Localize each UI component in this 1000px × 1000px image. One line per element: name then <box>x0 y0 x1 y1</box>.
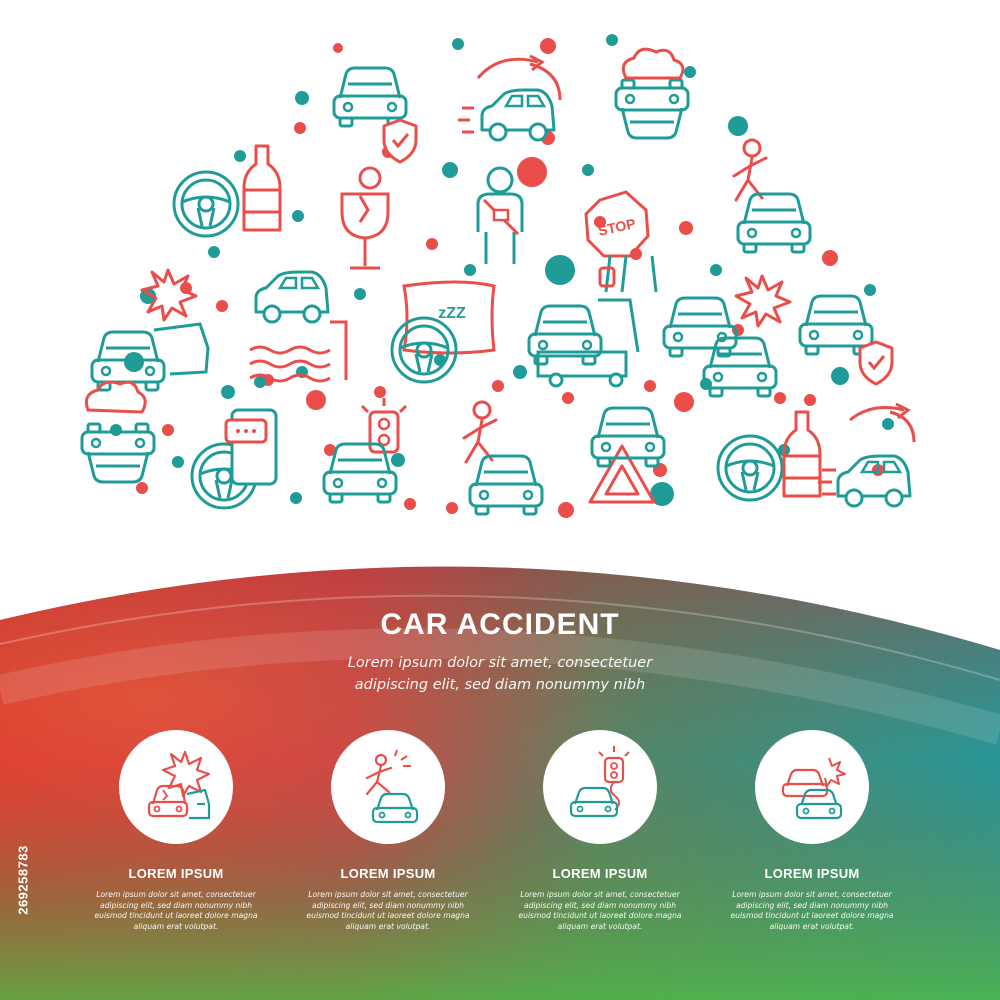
car-in-water-icon <box>249 270 348 383</box>
drunk-glass-icon <box>340 166 390 270</box>
card-title: LOREM IPSUM <box>764 866 860 881</box>
pedestrian-hit-icon <box>365 749 419 824</box>
phone-while-driving-icon <box>190 408 278 510</box>
tow-truck-icon <box>527 266 640 388</box>
card-text: Lorem ipsum dolor sit amet, consectetuer… <box>730 890 894 931</box>
page-subtitle: Lorem ipsum dolor sit amet, consectetuer… <box>250 652 750 696</box>
svg-text:STOP: STOP <box>597 215 637 239</box>
card-icon-circle <box>331 730 445 844</box>
card-icon-circle <box>543 730 657 844</box>
crash-icon <box>90 268 210 392</box>
card-title: LOREM IPSUM <box>552 866 648 881</box>
wine-bottle-right-icon <box>782 410 822 498</box>
card-icon-circle <box>119 730 233 844</box>
car-front-icon <box>590 406 666 468</box>
gradient-banner <box>0 566 1000 1000</box>
car-crash-icon <box>147 750 211 820</box>
speed-car-icon <box>458 54 562 142</box>
card-text: Lorem ipsum dolor sit amet, consectetuer… <box>518 890 682 931</box>
steering-wheel-right-icon <box>716 434 784 502</box>
hit-pedestrian-icon <box>732 138 812 254</box>
card-text: Lorem ipsum dolor sit amet, consectetuer… <box>94 890 258 931</box>
svg-text:zZZ: zZZ <box>438 305 466 322</box>
car-icon <box>332 66 408 128</box>
stock-id-label: 269258783 <box>15 845 31 915</box>
overturned-car-icon <box>614 78 690 140</box>
subtitle-line: Lorem ipsum dolor sit amet, consectetuer <box>347 655 653 671</box>
shield-check-icon <box>382 118 418 164</box>
page-title: CAR ACCIDENT <box>380 608 620 641</box>
rear-end-collision-icon <box>781 757 846 820</box>
hero-icon-dome: STOP zZZ <box>80 34 916 518</box>
card-text: Lorem ipsum dolor sit amet, consectetuer… <box>306 890 470 931</box>
sleepy-driver-icon: zZZ <box>390 280 496 384</box>
overturned-car-left-icon <box>80 380 156 484</box>
wine-bottle-icon <box>242 144 282 232</box>
traffic-light-car-icon <box>569 746 630 818</box>
traffic-light-car-icon <box>322 396 408 504</box>
steering-wheel-icon <box>172 170 240 238</box>
smoke-icon <box>621 47 685 80</box>
speed-car-right-icon <box>818 402 916 508</box>
card-title: LOREM IPSUM <box>340 866 436 881</box>
decorative-dots <box>110 34 894 518</box>
rear-end-collision-icon <box>662 274 792 398</box>
stop-sign-icon: STOP <box>584 190 658 293</box>
subtitle-line: adipiscing elit, sed diam nonummy nibh <box>354 677 646 693</box>
card-icon-circle <box>755 730 869 844</box>
warning-triangle-icon <box>588 444 656 504</box>
pedestrian-car-icon <box>462 400 544 516</box>
card-title: LOREM IPSUM <box>128 866 224 881</box>
seatbelt-person-icon <box>476 166 524 264</box>
